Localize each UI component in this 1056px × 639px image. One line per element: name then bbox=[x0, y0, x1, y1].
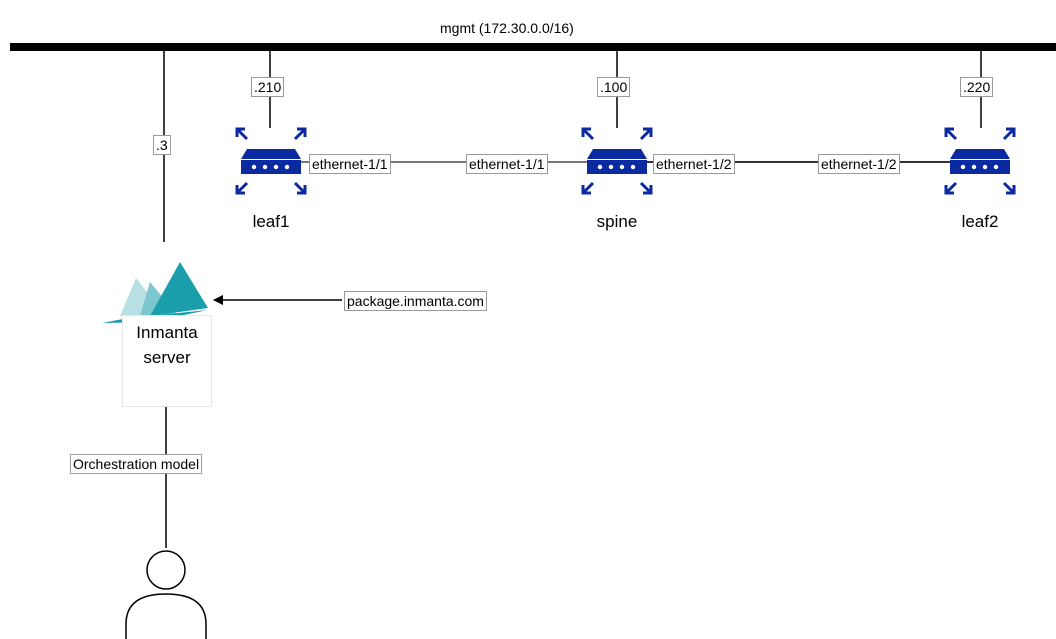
leaf2-ip-label: .220 bbox=[960, 77, 994, 97]
leaf1-name: leaf1 bbox=[252, 212, 290, 231]
server-ip-label: .3 bbox=[153, 135, 171, 155]
spine-port2-label: ethernet-1/2 bbox=[653, 154, 735, 174]
package-repo-label: package.inmanta.com bbox=[344, 291, 487, 311]
orchestration-model-label: Orchestration model bbox=[70, 454, 203, 474]
leaf1-ip-label: .210 bbox=[251, 77, 285, 97]
spine-ip-label: .100 bbox=[597, 77, 631, 97]
server-name-line2: server bbox=[143, 348, 191, 367]
inmanta-server: Inmanta server bbox=[122, 315, 212, 407]
inmanta-logo-icon bbox=[102, 262, 208, 323]
router-icon bbox=[944, 127, 1016, 195]
leaf2-port-label: ethernet-1/2 bbox=[818, 154, 900, 174]
mgmt-bus bbox=[10, 43, 1056, 51]
leaf2-name: leaf2 bbox=[961, 212, 999, 231]
router-icon bbox=[235, 127, 307, 195]
spine-name: spine bbox=[596, 212, 638, 231]
user-actor-icon bbox=[125, 550, 207, 639]
leaf1-port-label: ethernet-1/1 bbox=[309, 154, 391, 174]
spine-port1-label: ethernet-1/1 bbox=[466, 154, 548, 174]
router-icon bbox=[581, 127, 653, 195]
server-name-line1: Inmanta bbox=[136, 323, 198, 342]
mgmt-network-label: mgmt (172.30.0.0/16) bbox=[440, 20, 574, 36]
